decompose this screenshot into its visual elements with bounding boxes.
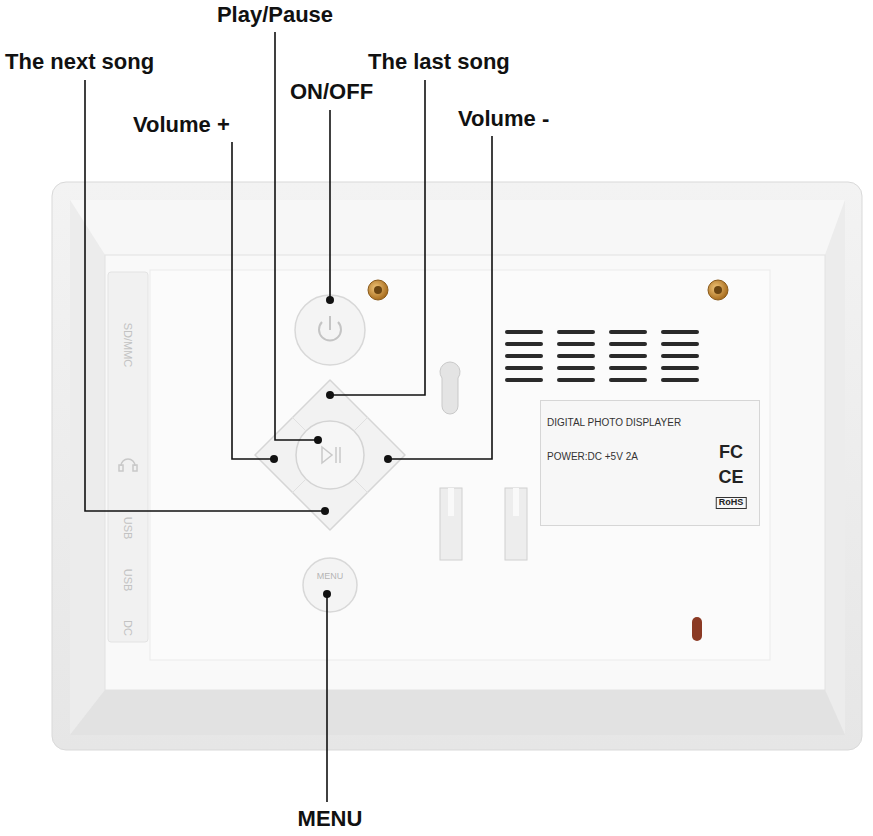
speaker-slot: [661, 378, 699, 382]
speaker-slot: [557, 342, 595, 346]
screw-insert: [368, 280, 388, 300]
port-label: SD/MMC: [122, 323, 134, 368]
pad-dividers: [292, 417, 368, 493]
cert-mark: RoHS: [716, 497, 747, 509]
frame-bevel-bottom: [70, 690, 845, 735]
play-pause-button: [296, 421, 364, 489]
port-label: USB: [122, 569, 134, 592]
port-label: USB: [122, 517, 134, 540]
speaker-slot: [609, 378, 647, 382]
direction-pad: [255, 380, 405, 530]
speaker-slot: [557, 330, 595, 334]
callout-label: Volume -: [458, 107, 549, 131]
speaker-slot: [557, 366, 595, 370]
screw-hole: [374, 286, 382, 294]
callout-label: The next song: [5, 50, 154, 74]
frame-outline: [52, 182, 862, 750]
cert-mark: FC: [719, 443, 743, 463]
frame-bevel-left: [70, 200, 105, 735]
speaker-slot: [505, 366, 543, 370]
screw-insert: [708, 280, 728, 300]
headphone-icon: [119, 459, 137, 471]
stand-slot-notch: [448, 488, 454, 516]
frame-bevel-right: [825, 200, 845, 735]
speaker-slot: [661, 342, 699, 346]
port-strip: [108, 272, 148, 642]
stand-slot-notch: [513, 488, 519, 516]
stand-slot: [440, 488, 462, 560]
speaker-slot: [505, 330, 543, 334]
cert-mark: CE: [718, 468, 743, 488]
power-icon: [319, 316, 341, 341]
status-led: [692, 617, 702, 641]
speaker-slot: [557, 354, 595, 358]
screw-hole: [714, 286, 722, 294]
stand-slot: [505, 488, 527, 560]
callout-label: The last song: [368, 50, 510, 74]
speaker-slot: [505, 378, 543, 382]
sticker-text: POWER:DC +5V 2A: [547, 451, 709, 463]
back-panel: [150, 270, 770, 660]
callout-label: Volume +: [133, 113, 230, 137]
back-plate: [105, 255, 825, 690]
leader-lines: [85, 32, 492, 802]
callout-label: MENU: [298, 807, 363, 831]
callout-label: ON/OFF: [290, 80, 373, 104]
keyhole-slot: [440, 362, 460, 414]
speaker-slot: [609, 354, 647, 358]
speaker-slot: [609, 342, 647, 346]
power-button: [295, 295, 365, 365]
sticker-text: DIGITAL PHOTO DISPLAYER: [547, 417, 709, 429]
speaker-slot: [609, 366, 647, 370]
speaker-slot: [557, 378, 595, 382]
speaker-grille: [505, 330, 699, 382]
speaker-slot: [661, 330, 699, 334]
speaker-slot: [505, 342, 543, 346]
menu-button: [303, 558, 357, 612]
leader-dots: [270, 296, 392, 598]
speaker-slot: [661, 354, 699, 358]
speaker-slot: [505, 354, 543, 358]
button-text: MENU: [317, 572, 344, 582]
callout-label: Play/Pause: [217, 3, 333, 27]
speaker-slot: [661, 366, 699, 370]
spec-sticker: DIGITAL PHOTO DISPLAYER POWER:DC +5V 2A: [540, 400, 760, 526]
frame-bevel-top: [70, 200, 845, 255]
play-pause-icon: [322, 447, 340, 463]
port-label: DC: [122, 620, 134, 636]
speaker-slot: [609, 330, 647, 334]
